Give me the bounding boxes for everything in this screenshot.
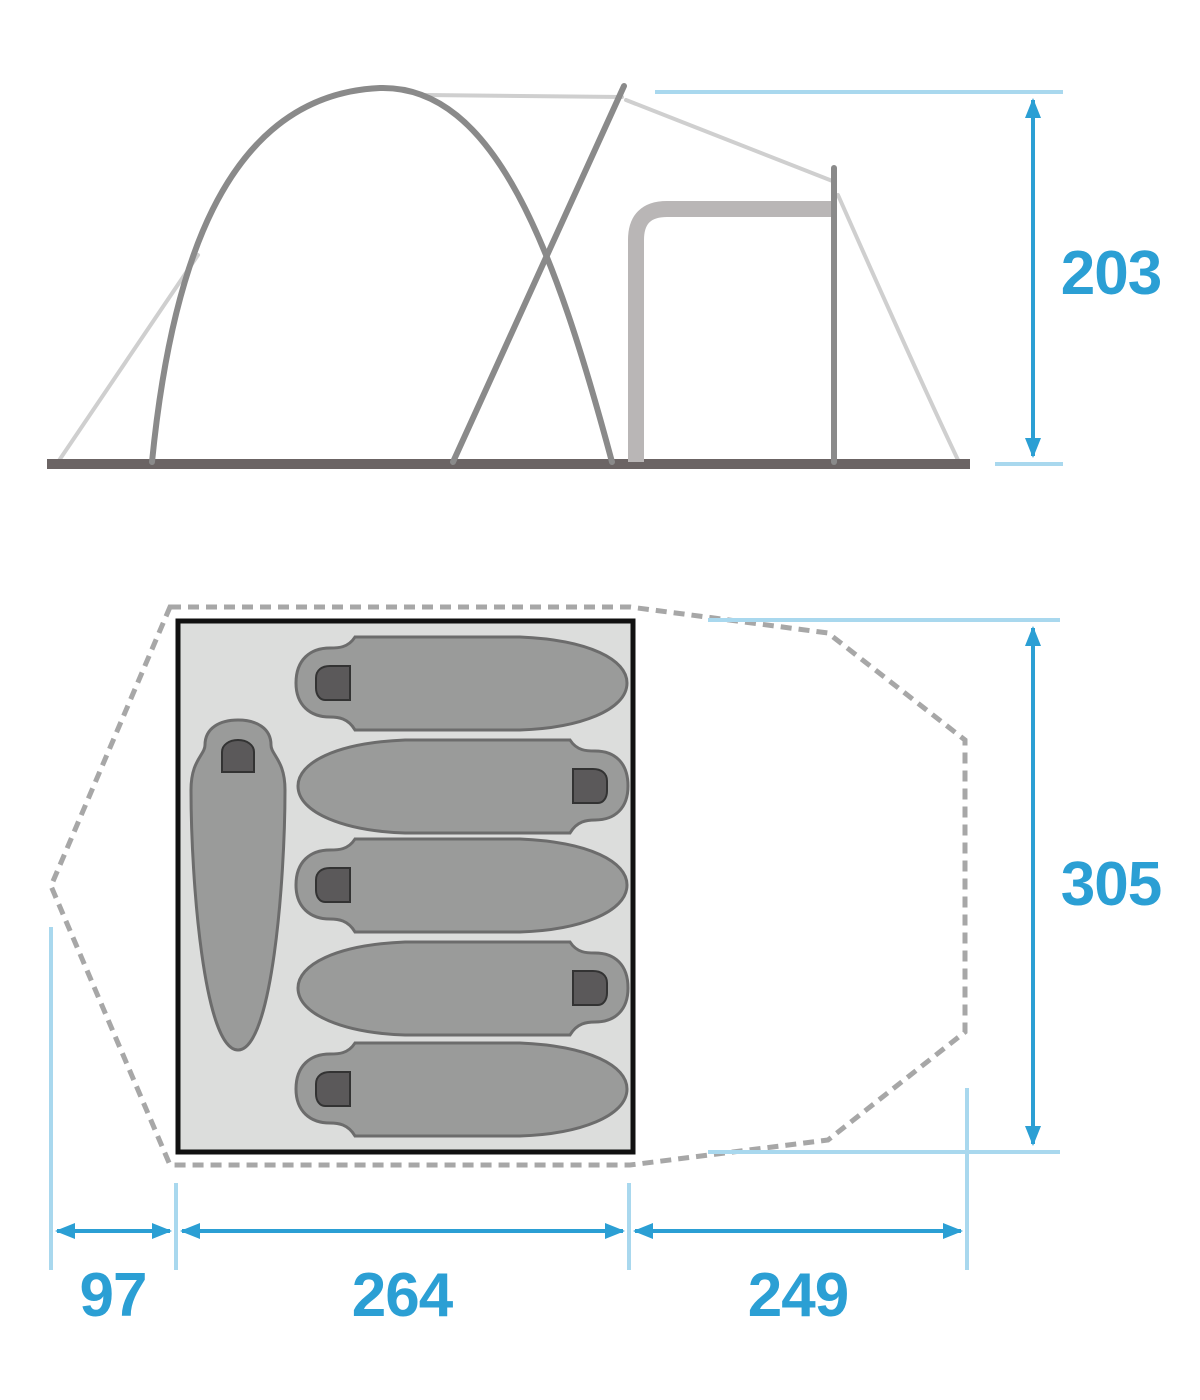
cross-pole [450,83,627,465]
porch-rear-label: 249 [748,1261,848,1330]
door-frame [628,201,833,462]
ground-line [47,459,970,469]
side-view: 203 [47,83,1162,469]
sleeping-bag-vertical [189,718,287,1052]
sleeping-bag-1 [294,635,629,732]
sleeping-bag-2 [296,738,630,835]
sleeping-bag-3 [294,837,629,934]
length-dimensions: 97 264 249 [49,927,969,1330]
tent-poles [149,83,837,465]
sleeping-bags [189,635,630,1138]
head-icon [572,768,608,804]
head-icon [221,738,255,773]
sleeping-bag-5 [294,1041,629,1138]
head-icon [315,867,351,903]
sleeping-bag-4 [296,940,630,1037]
inner-tent-length-label: 264 [352,1261,454,1330]
head-icon [572,970,608,1006]
width-label: 305 [1061,850,1161,919]
fabric-outline [56,93,960,464]
floor-plan: 305 97 264 249 [48,604,1162,1330]
head-icon [315,1071,351,1107]
dome-pole [149,84,615,465]
head-icon [315,665,351,701]
height-dimension: 203 [655,90,1162,466]
porch-front-label: 97 [80,1261,147,1330]
height-label: 203 [1061,239,1161,308]
width-dimension: 305 [708,618,1162,1154]
